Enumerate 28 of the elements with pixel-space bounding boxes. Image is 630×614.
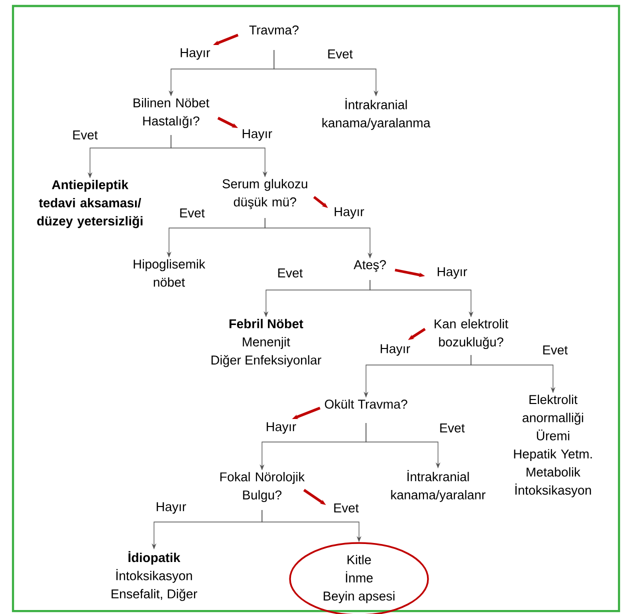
answer-label: Hayır — [242, 129, 272, 141]
question-text: Ateş? — [354, 260, 386, 272]
question-text: Okült Travma? — [324, 399, 408, 409]
question-text: Kan elektrolit bozukluğu? — [434, 318, 508, 350]
answer-label: Hayır — [266, 422, 296, 434]
answer-label: Hayır — [180, 48, 210, 60]
answer-label: Evet — [334, 504, 359, 512]
answer-label: Hayır — [438, 267, 468, 279]
question-text: Fokal Nörolojik Bulgu? — [220, 472, 305, 502]
answer-label: Evet — [328, 50, 353, 58]
outcome-text: Febril Nöbet Menenjit Diğer Enfeksiyonlar — [212, 318, 322, 368]
question-text: Travma? — [249, 25, 299, 35]
outcome-text: İntrakranial kanama/yaralanma — [322, 98, 430, 130]
outcome-text: İdiopatik İntoksikasyon Ensefalit, Diğer — [112, 551, 198, 601]
question-text: Serum glukozu düşük mü? — [222, 178, 308, 210]
outcome-text: İntrakranial kanama/yaralanr — [391, 470, 486, 502]
outcome-text: Hipoglisemik nöbet — [134, 259, 206, 287]
answer-label: Evet — [180, 208, 205, 218]
answer-label: Hayır — [334, 207, 364, 219]
question-text: Bilinen Nöbet Hastalığı? — [134, 98, 210, 128]
answer-label: Hayır — [380, 344, 410, 356]
answer-label: Evet — [543, 346, 568, 354]
answer-label: Evet — [73, 130, 98, 140]
answer-label: Evet — [440, 424, 465, 432]
answer-label: Hayır — [156, 502, 186, 514]
outcome-text: Elektrolit anormalliği Üremi Hepatik Yetm. Metabolik İntoksikasyon — [514, 394, 592, 498]
answer-label: Evet — [278, 268, 303, 278]
outcome-text: Antiepileptik tedavi aksaması/ düzey yetersizliği — [37, 180, 142, 228]
